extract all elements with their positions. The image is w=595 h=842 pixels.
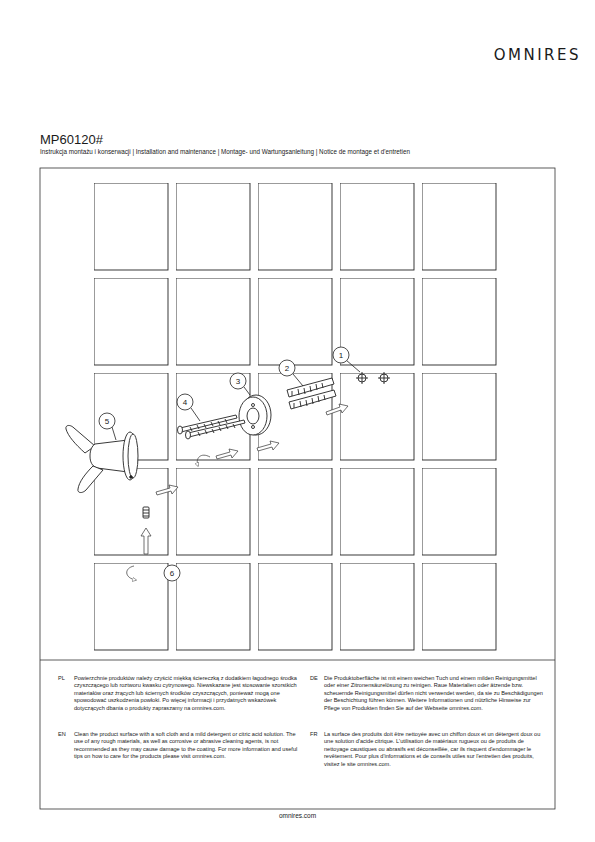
language-code: PL	[58, 675, 65, 681]
subtitle: Instrukcja montażu i konserwacji | Insta…	[40, 148, 410, 155]
callout-number: 2	[285, 364, 289, 373]
care-note: Clean the product surface with a soft cl…	[74, 731, 300, 761]
callout-number: 3	[236, 377, 240, 386]
towel-hook	[66, 425, 138, 492]
brand-logo: OMNIRES	[494, 46, 581, 64]
care-note: Die Produktoberfläche ist mit einem weic…	[324, 675, 546, 712]
footer-url: omnires.com	[0, 812, 595, 819]
model-title: MP60120#	[40, 132, 103, 147]
screws	[178, 415, 246, 439]
section-divider	[40, 660, 555, 661]
callout-circles	[99, 347, 360, 581]
drill-marks	[356, 372, 390, 384]
language-code: EN	[58, 731, 66, 737]
callout-number: 4	[183, 398, 187, 407]
language-code: DE	[310, 675, 318, 681]
assembly-arrows	[127, 404, 348, 580]
wall-tiles	[92, 181, 504, 651]
care-note: La surface des produits doit être nettoy…	[324, 731, 546, 768]
care-note: Powierzchnie produktów należy czyścić mi…	[74, 675, 300, 712]
callout-number: 5	[105, 417, 109, 426]
callout-number: 6	[170, 569, 174, 578]
wall-plugs	[287, 378, 336, 409]
page-frame	[40, 168, 555, 809]
grub-screw	[143, 507, 149, 518]
mounting-plate	[239, 395, 271, 435]
language-code: FR	[310, 731, 317, 737]
callout-number: 1	[339, 351, 343, 360]
